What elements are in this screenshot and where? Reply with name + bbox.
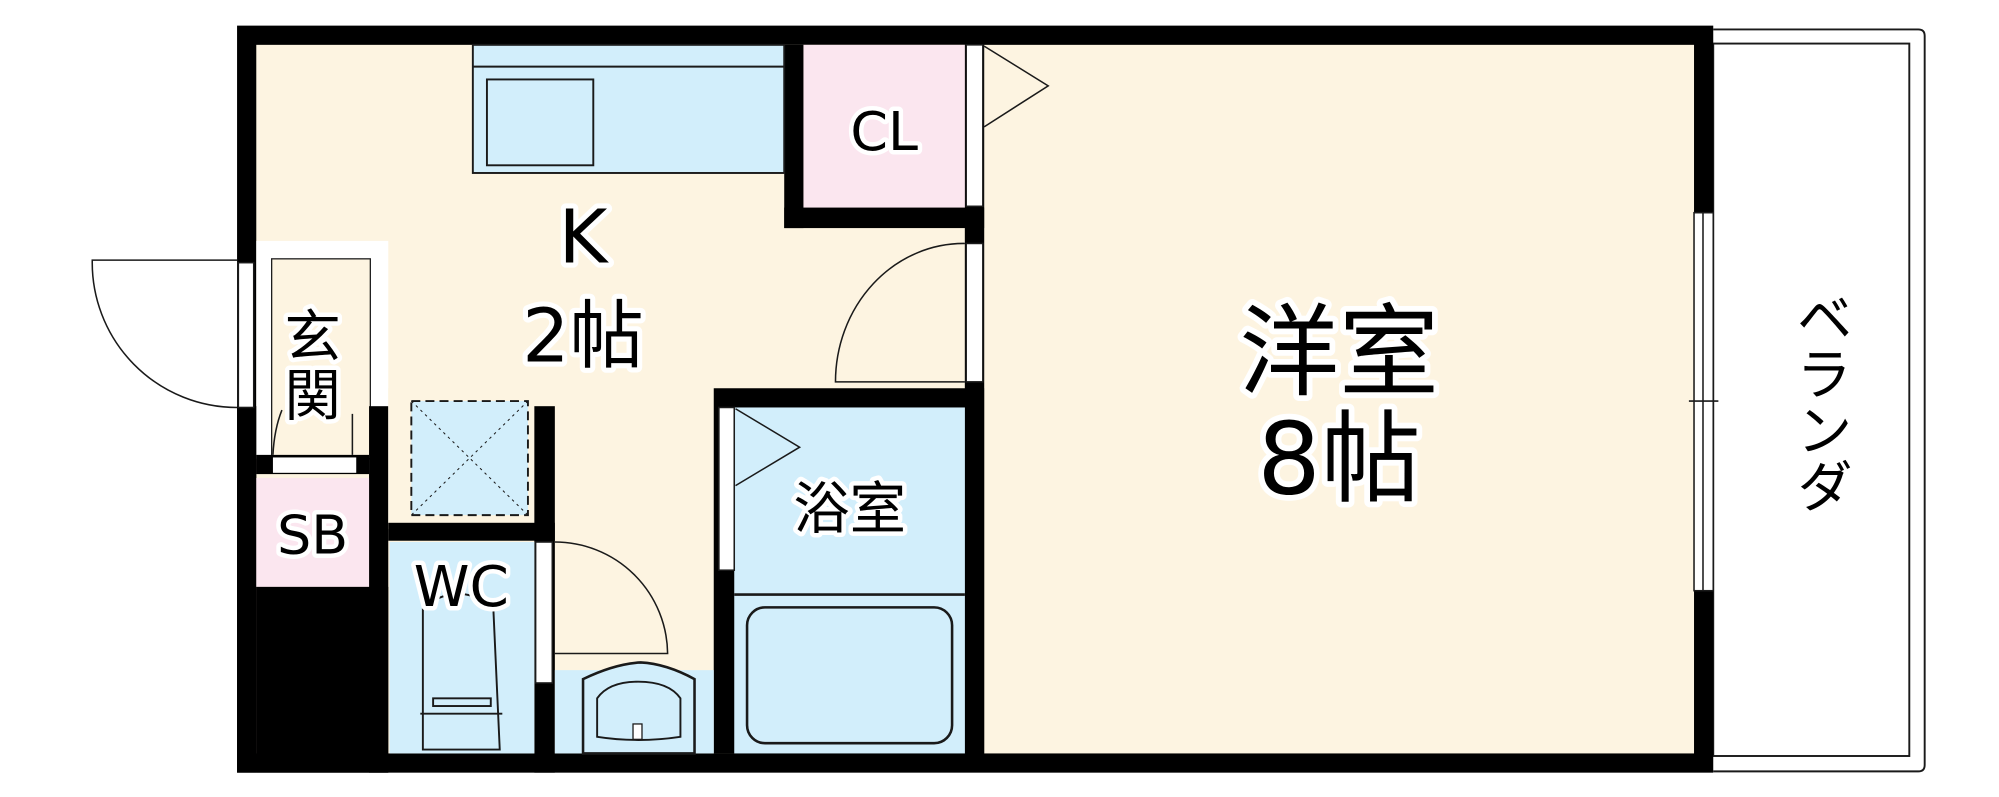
toilet-label: WC [414, 555, 509, 620]
veranda-label: ベランダ [1787, 288, 1852, 514]
bathroom-block [713, 388, 985, 754]
entrance-label-2: 関 [284, 364, 340, 429]
entrance-label-1: 玄 [284, 305, 340, 370]
veranda [1712, 28, 1926, 773]
doors [91, 44, 1719, 684]
western-room-size-label: 8帖 [1257, 400, 1421, 517]
kitchen-label: K [559, 194, 610, 281]
shoe-box-label: SB [277, 504, 348, 567]
western-room-label: 洋室 [1239, 294, 1439, 411]
closet-label: CL [850, 100, 918, 163]
kitchen-size-label: 2帖 [522, 292, 644, 379]
bathroom-label: 浴室 [793, 477, 906, 542]
